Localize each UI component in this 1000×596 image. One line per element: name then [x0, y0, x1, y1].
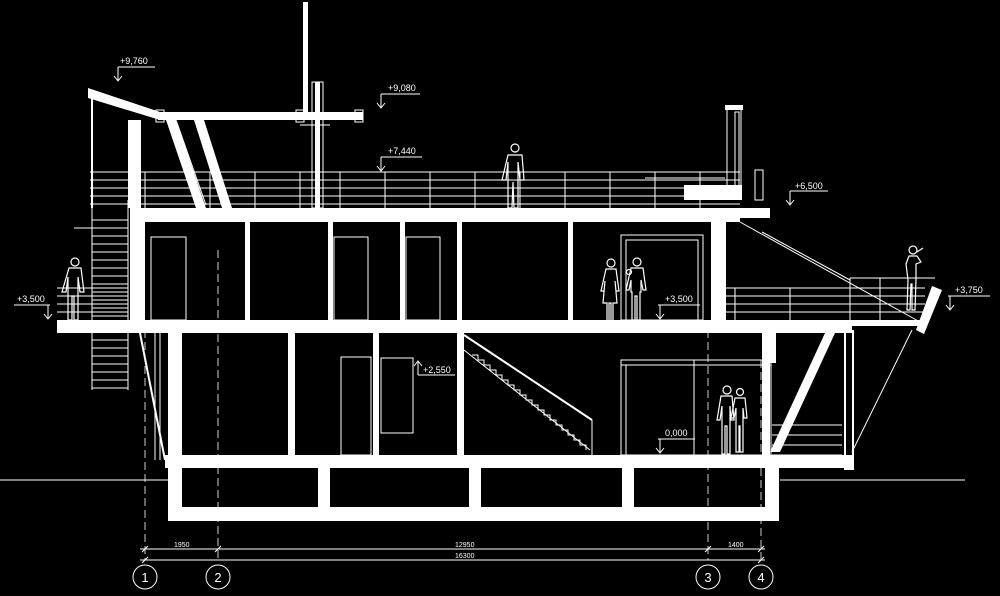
- axis-bubble-2: 2: [205, 564, 231, 590]
- svg-text:+7,440: +7,440: [388, 146, 416, 156]
- level-marker-ground-floor: 0,000: [655, 428, 695, 454]
- level-marker-mezzanine: +2,550: [413, 360, 455, 376]
- left-stair: [57, 200, 166, 461]
- level-marker-second-floor: +3,500: [655, 294, 700, 320]
- dimension-chain: 1950 12950 1400 16300: [140, 542, 765, 564]
- person-left-deck: [61, 257, 85, 321]
- level-marker-right-deck: +3,750: [945, 285, 990, 311]
- people-first-floor: [600, 257, 647, 322]
- ground-floor: [168, 330, 854, 470]
- level-marker-chimney: +6,500: [785, 181, 828, 206]
- svg-text:2: 2: [214, 570, 221, 585]
- svg-text:+2,550: +2,550: [423, 365, 451, 375]
- svg-text:1: 1: [141, 570, 148, 585]
- person-roof: [501, 143, 525, 209]
- right-deck: [726, 221, 942, 455]
- svg-text:+3,500: +3,500: [665, 294, 693, 304]
- level-marker-roof-top: +9,760: [113, 56, 155, 82]
- roof-deck: [88, 2, 770, 218]
- level-marker-mast-beam: +9,080: [376, 83, 420, 109]
- svg-text:+9,760: +9,760: [120, 56, 148, 66]
- svg-text:+9,080: +9,080: [388, 83, 416, 93]
- svg-text:3: 3: [704, 570, 711, 585]
- hull: [165, 455, 845, 521]
- human-figures: [61, 143, 924, 455]
- axis-bubble-1: 1: [132, 564, 158, 590]
- svg-text:4: 4: [757, 570, 764, 585]
- svg-text:+6,500: +6,500: [795, 181, 823, 191]
- svg-text:+3,750: +3,750: [955, 285, 983, 295]
- axis-bubble-3: 3: [695, 564, 721, 590]
- axis-guides: [144, 250, 762, 560]
- svg-text:+3,500: +3,500: [17, 294, 45, 304]
- svg-text:12950: 12950: [455, 542, 475, 549]
- svg-text:1400: 1400: [728, 542, 744, 549]
- axis-bubble-4: 4: [748, 564, 774, 590]
- svg-text:0,000: 0,000: [665, 428, 688, 438]
- person-bow: [905, 245, 924, 311]
- level-marker-roof-deck: +7,440: [376, 146, 422, 172]
- level-marker-left-deck: +3,500: [14, 294, 53, 320]
- people-ground-floor: [716, 385, 748, 455]
- first-floor: [130, 208, 852, 333]
- svg-text:16300: 16300: [455, 553, 475, 560]
- svg-text:1950: 1950: [174, 542, 190, 549]
